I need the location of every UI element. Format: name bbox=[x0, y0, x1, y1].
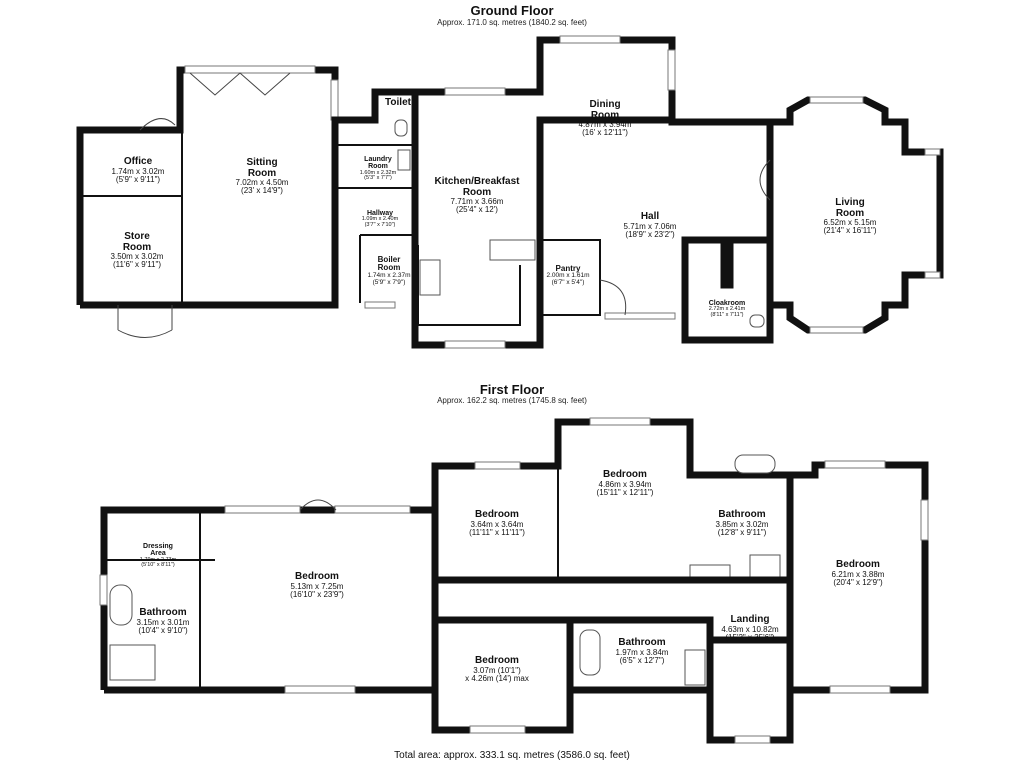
bifold-door-swing bbox=[189, 72, 291, 96]
living-side-window-top bbox=[924, 148, 941, 156]
east-bedroom-outline bbox=[786, 461, 929, 694]
dining-top-window bbox=[559, 35, 621, 44]
hall-front-window bbox=[604, 312, 676, 320]
room-label-landing: Landing 4.63m x 10.82m (15'2" x 35'6") bbox=[721, 614, 779, 642]
living-double-doors bbox=[759, 159, 771, 201]
room-label-ensuite-bathroom: Bathroom 3.85m x 3.02m (12'8" x 9'11") bbox=[715, 509, 769, 537]
room-label-bedroom-lower: Bedroom 3.07m (10'1") x 4.26m (14') max bbox=[465, 655, 529, 683]
pantry-walls bbox=[540, 239, 601, 316]
ground-floor-area: Approx. 171.0 sq. metres (1840.2 sq. fee… bbox=[437, 18, 587, 27]
ensuite-tub bbox=[734, 454, 776, 474]
room-label-living-room: Living Room 6.52m x 5.15m (21'4" x 16'11… bbox=[823, 197, 877, 236]
kitchen-range bbox=[419, 259, 441, 296]
room-label-dining-room: Dining Room 4.87m x 3.94m (16' x 12'11") bbox=[578, 99, 632, 138]
big-bedroom-top-window-right bbox=[334, 505, 411, 514]
ensuite-shower bbox=[749, 554, 781, 578]
room-label-store-room: Store Room 3.50m x 3.02m (11'6" x 9'11") bbox=[110, 231, 164, 270]
room-label-cloakroom: Cloakroom 2.72m x 2.41m (8'11" x 7'11") bbox=[708, 300, 746, 319]
big-bedroom-bottom-window bbox=[284, 685, 356, 694]
ground-floor-title: Ground Floor bbox=[470, 3, 554, 18]
landing-bottom-window bbox=[734, 735, 771, 744]
room-label-bathroom-lower: Bathroom 1.97m x 3.84m (6'5" x 12'7") bbox=[615, 637, 669, 665]
room-label-bedroom-middle: Bedroom 3.64m x 3.64m (11'11" x 11'11") bbox=[469, 509, 525, 537]
room-label-toilet: Toilet bbox=[385, 97, 411, 108]
dining-side-window bbox=[667, 49, 676, 91]
service-block-outline bbox=[331, 88, 419, 305]
room-label-laundry-room: Laundry Room 1.60m x 2.32m (5'3" x 7'7") bbox=[359, 156, 397, 182]
room-label-bedroom-main: Bedroom 5.13m x 7.25m (16'10" x 23'9") bbox=[290, 571, 344, 599]
living-bay-window-bottom bbox=[809, 326, 864, 334]
bedroom-3-window bbox=[474, 461, 521, 470]
big-bedroom-balcony-doors bbox=[299, 499, 337, 511]
east-bedroom-top-window bbox=[824, 460, 886, 469]
lower-bedroom-window bbox=[469, 725, 526, 734]
bedroom-top-window bbox=[589, 417, 651, 426]
sitting-room-bifold-doors bbox=[184, 65, 316, 74]
first-floor-title: First Floor bbox=[479, 382, 545, 397]
toilet-wc bbox=[394, 119, 408, 137]
lower-bath-tub bbox=[579, 629, 601, 676]
cloakroom-partition bbox=[720, 241, 734, 289]
cloakroom-wc bbox=[749, 314, 765, 328]
lower-bedroom-outline bbox=[431, 616, 574, 734]
kitchen-bottom-window bbox=[444, 340, 506, 349]
west-bath-tub bbox=[109, 584, 133, 626]
west-bath-window bbox=[99, 574, 108, 606]
living-side-window-bottom bbox=[924, 271, 941, 279]
total-area: Total area: approx. 333.1 sq. metres (35… bbox=[394, 750, 630, 761]
room-label-bedroom-rear: Bedroom 4.86m x 3.94m (15'11" x 12'11") bbox=[596, 469, 654, 497]
office-door bbox=[139, 118, 176, 131]
hall-front-door bbox=[599, 279, 627, 316]
first-floor-plan bbox=[99, 417, 929, 744]
kitchen-top-window bbox=[444, 87, 506, 96]
sitting-room-side-window bbox=[330, 79, 339, 121]
first-floor-area: Approx. 162.2 sq. metres (1745.8 sq. fee… bbox=[437, 396, 587, 405]
laundry-sink bbox=[397, 149, 411, 171]
ground-floor-plan bbox=[76, 35, 944, 349]
room-label-sitting-room: Sitting Room 7.02m x 4.50m (23' x 14'9") bbox=[235, 157, 289, 196]
middle-bedrooms-outline bbox=[431, 418, 794, 580]
room-label-bathroom-west: Bathroom 3.15m x 3.01m (10'4" x 9'10") bbox=[136, 607, 190, 635]
store-double-doors bbox=[117, 305, 173, 338]
room-label-pantry: Pantry 2.00m x 1.61m (6'7" x 5'4") bbox=[546, 264, 590, 287]
room-label-dressing-area: Dressing Area 1.79m x 2.73m (5'10" x 8'1… bbox=[139, 543, 177, 569]
east-bedroom-bottom-window bbox=[829, 685, 891, 694]
west-bath-shower bbox=[109, 644, 156, 681]
lower-bathroom-outline bbox=[570, 616, 714, 694]
room-label-boiler-room: Boiler Room 1.74m x 2.37m (5'9" x 7'9") bbox=[367, 255, 411, 286]
lower-bath-shower bbox=[684, 649, 706, 686]
east-bedroom-side-window bbox=[920, 499, 929, 541]
room-label-hallway: Hallway 1.09m x 2.40m (3'7" x 7'10") bbox=[361, 210, 399, 229]
room-label-office: Office 1.74m x 3.02m (5'9" x 9'11") bbox=[111, 156, 165, 184]
room-label-kitchen-breakfast-room: Kitchen/Breakfast Room 7.71m x 3.66m (25… bbox=[434, 176, 520, 215]
boiler-window bbox=[364, 301, 396, 309]
room-label-bedroom-east: Bedroom 6.21m x 3.88m (20'4" x 12'9") bbox=[831, 559, 885, 587]
living-bay-window-top bbox=[809, 96, 864, 104]
room-label-hall: Hall 5.71m x 7.06m (18'9" x 23'2") bbox=[623, 211, 677, 239]
kitchen-island bbox=[489, 239, 536, 261]
kitchen-counter bbox=[417, 245, 521, 326]
big-bedroom-top-window-left bbox=[224, 505, 301, 514]
